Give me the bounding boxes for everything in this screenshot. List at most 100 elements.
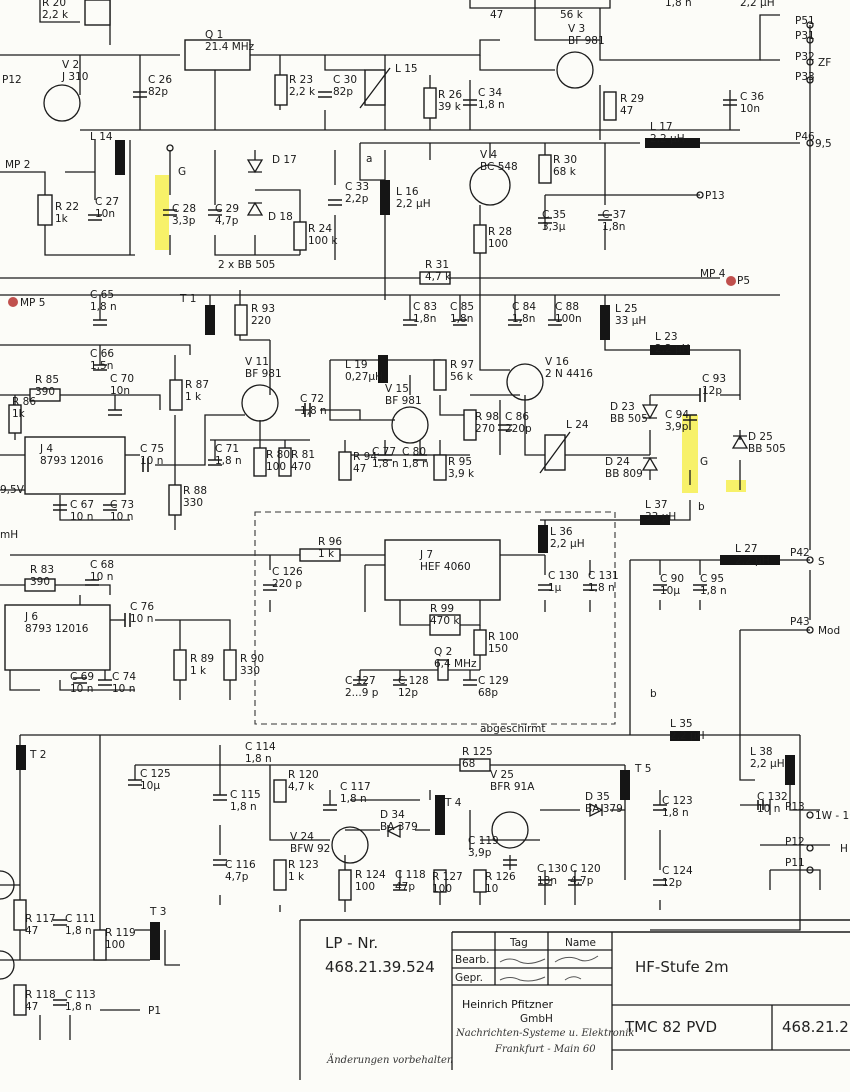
r26-ref: R 26: [438, 89, 462, 101]
c33-ref: C 33: [345, 181, 369, 193]
v15-ref: V 15: [385, 383, 409, 395]
l37-ref: L 37: [645, 499, 668, 511]
c118-value: 47p: [395, 881, 415, 893]
v25-ref: V 25: [490, 769, 514, 781]
v24-transistor: [331, 826, 369, 864]
t1-ref: T 1: [179, 293, 196, 305]
t1-transformer: [205, 305, 215, 335]
r90-ref: R 90: [240, 653, 264, 665]
port-b1: b: [698, 501, 705, 513]
v25-transistor: [491, 811, 529, 849]
r28-ref: R 28: [488, 226, 512, 238]
t2-transformer: [16, 745, 26, 770]
d24-ref: D 24: [605, 456, 630, 468]
r117-ref: R 117: [25, 913, 56, 925]
d35-value: BA 379: [585, 803, 623, 815]
d25-diode: [731, 434, 749, 449]
v3-transistor: [556, 51, 594, 89]
c114-value: 1,8 n: [245, 753, 272, 765]
l25-ref: L 25: [615, 303, 638, 315]
r124-value: 100: [355, 881, 375, 893]
v16-transistor: [506, 363, 544, 401]
v24-ref: V 24: [290, 831, 314, 843]
r93-resistor: [234, 304, 248, 336]
c113-ref: C 113: [65, 989, 96, 1001]
j6-ic: [4, 604, 111, 671]
port-g1: G: [178, 166, 186, 178]
q1-crystal-box: [184, 39, 251, 71]
port-mp2: MP 2: [5, 159, 30, 171]
r23-resistor: [274, 74, 288, 106]
v24-value: BFW 92: [290, 843, 330, 855]
c73-value: 10 n: [110, 511, 133, 523]
r22-value: 1k: [55, 213, 69, 225]
r95-ref: R 95: [448, 456, 472, 468]
l35-value: 2,2 μH: [670, 730, 705, 742]
c75-ref: C 75: [140, 443, 164, 455]
r89-ref: R 89: [190, 653, 214, 665]
r95-resistor: [433, 454, 447, 481]
r120-ref: R 120: [288, 769, 319, 781]
q1-value: 21.4 MHz: [205, 41, 255, 53]
t4-transformer: [435, 795, 445, 835]
r30-resistor: [538, 154, 552, 184]
c128-value: 12p: [398, 687, 418, 699]
highlight-c94: [682, 415, 698, 493]
c80-ref: C 80: [402, 446, 426, 458]
c131-ref: C 131: [588, 570, 619, 582]
r31-ref: R 31: [425, 259, 449, 271]
c115-value: 1,8 n: [230, 801, 257, 813]
c70-ref: C 70: [110, 373, 134, 385]
r126-resistor: [473, 869, 487, 893]
r83-resistor: [24, 578, 56, 592]
edge-transistor-1: [0, 870, 15, 900]
c127-value: 2...9 p: [345, 687, 379, 699]
port-g2: G: [700, 456, 708, 468]
capacitors: [53, 91, 764, 1006]
c29-value: 4,7p: [215, 215, 239, 227]
c28-value: 3,3p: [172, 215, 196, 227]
c93-value: 12p: [702, 385, 722, 397]
r93-ref: R 93: [251, 303, 275, 315]
c128-ref: C 128: [398, 675, 429, 687]
r29-resistor: [603, 91, 617, 121]
port-h: H: [840, 843, 848, 855]
r30-value: 68 k: [553, 166, 577, 178]
c86-value: 220p: [505, 423, 532, 435]
r26-resistor: [423, 87, 437, 119]
v2-value: J 310: [61, 71, 88, 83]
port-mp5: MP 5: [20, 297, 45, 309]
r98-resistor: [463, 409, 477, 441]
c124-value: 12p: [662, 877, 682, 889]
l17-value: 2,2 μH: [650, 133, 685, 145]
port-p1: P1: [148, 1005, 161, 1017]
c80-value: 1,8 n: [402, 458, 429, 470]
trimmer-top: [84, 0, 111, 26]
c75-value: 10 n: [140, 455, 163, 467]
v25-value: BFR 91A: [490, 781, 535, 793]
r96-resistor: [299, 548, 341, 562]
c115-ref: C 115: [230, 789, 261, 801]
port-s: S: [818, 556, 825, 568]
c129-value: 68p: [478, 687, 498, 699]
c118-ref: C 118: [395, 869, 426, 881]
port-p12b: P12: [785, 836, 805, 848]
c30-value: 82p: [333, 86, 353, 98]
v3-ref: V 3: [568, 23, 585, 35]
r124-ref: R 124: [355, 869, 386, 881]
port-zf: ZF: [818, 57, 831, 69]
v16-ref: V 16: [545, 356, 569, 368]
r118-resistor: [13, 984, 27, 1016]
c84-ref: C 84: [512, 301, 536, 313]
l14-ref: L 14: [90, 131, 113, 143]
changes-note: Änderungen vorbehalten: [326, 1054, 453, 1066]
j7-value: HEF 4060: [420, 561, 471, 573]
r99-ref: R 99: [430, 603, 454, 615]
d25-value: BB 505: [748, 443, 786, 455]
r96-value: 1 k: [318, 548, 335, 560]
c95-value: 1,8 n: [700, 585, 727, 597]
c72-value: 1,8 n: [300, 405, 327, 417]
r118-ref: R 118: [25, 989, 56, 1001]
l19-inductor: [378, 355, 388, 383]
r83-value: 390: [30, 576, 50, 588]
